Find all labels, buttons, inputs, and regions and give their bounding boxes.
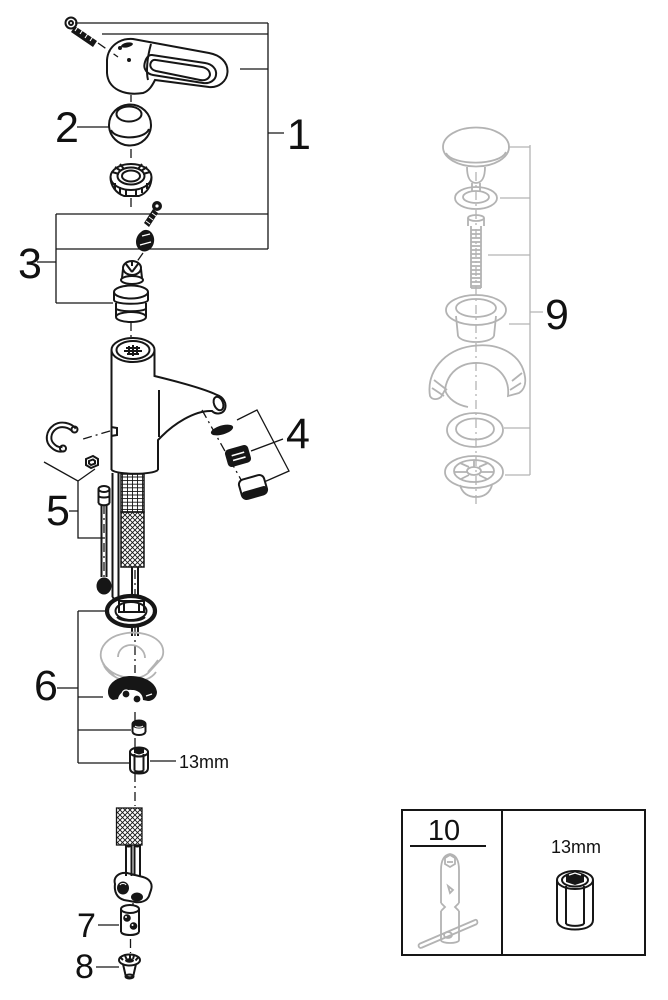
callout-1-bracket (56, 22, 284, 250)
mounting-bracket (108, 676, 157, 704)
drain-plug-washer (454, 186, 498, 210)
cartridge (113, 260, 149, 323)
callout-6-bracket (57, 610, 131, 764)
supply-shank (111, 473, 145, 636)
drain-threaded-rod (467, 214, 485, 289)
clip-nut (85, 454, 99, 470)
base-gasket-reference (99, 631, 165, 683)
check-valve-plug (118, 953, 141, 980)
callout-10-label: 10 (428, 815, 460, 847)
callout-9-bracket (488, 145, 543, 476)
hose-adapter (120, 904, 140, 936)
callout-2-label: 2 (55, 104, 79, 152)
drain-flange (445, 294, 507, 343)
socket-tool-drawing (417, 853, 479, 949)
callout-8-label: 8 (75, 948, 94, 986)
drain-plug-cap (442, 126, 510, 191)
cartridge-cap (136, 229, 155, 252)
mounting-nut (131, 719, 147, 736)
pull-rod (96, 485, 112, 595)
drain-seal-ring (446, 412, 504, 448)
callout-4-label: 4 (286, 410, 310, 458)
tool-box (401, 809, 646, 956)
drain-strainer (444, 455, 504, 498)
callout-9-label: 9 (545, 291, 569, 339)
aerator-parts (210, 424, 269, 501)
supply-hose (115, 807, 143, 876)
wrench-size-box-text: 13mm (551, 837, 601, 857)
wrench-size-label: 13mm (150, 752, 229, 772)
lever-handle (106, 37, 229, 95)
collar-nut (109, 163, 153, 197)
socket-nut-13mm (129, 746, 149, 775)
callout-5-label: 5 (46, 487, 70, 535)
callout-6-label: 6 (34, 662, 58, 710)
faucet-body (110, 337, 227, 475)
trim-ring (108, 103, 152, 147)
mounting-clip (45, 421, 79, 453)
wrench-size-text: 13mm (179, 752, 229, 772)
escutcheon-ring (104, 593, 158, 629)
callout-1-label: 1 (287, 111, 311, 159)
callout-7-label: 7 (77, 907, 96, 945)
callout-3-label: 3 (18, 240, 42, 288)
callout-5-bracket (43, 461, 103, 539)
socket-nut-13mm-drawing (556, 870, 594, 931)
hose-elbow-fitting (113, 871, 153, 904)
drain-wedge (428, 344, 527, 408)
callout-4-bracket (236, 409, 290, 483)
cartridge-screw (144, 201, 162, 227)
handle-screw (64, 16, 97, 47)
drain-assembly-reference (428, 126, 527, 498)
callout-labels: 1 2 3 4 5 6 7 8 9 10 13mm (18, 104, 601, 986)
callout-3-bracket (37, 214, 113, 304)
